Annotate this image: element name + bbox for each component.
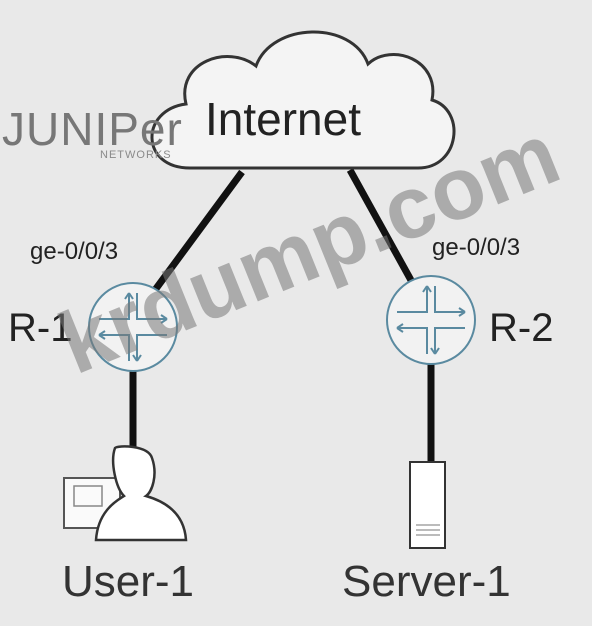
r1-interface-label: ge-0/0/3: [30, 238, 119, 265]
juniper-logo-sub: NETWORKS: [100, 149, 172, 161]
server-tower-icon: [409, 461, 446, 549]
link-internet-r1: [152, 169, 245, 293]
router-r1-icon: [88, 282, 178, 372]
server-1-label: Server-1: [342, 557, 511, 606]
link-internet-r2: [346, 168, 416, 284]
user-workstation-icon: [63, 445, 188, 542]
r1-label: R-1: [8, 306, 73, 350]
juniper-logo: JUNIPer: [2, 103, 183, 155]
user-1-label: User-1: [62, 557, 195, 606]
internet-cloud-icon: [150, 30, 456, 170]
r2-interface-label: ge-0/0/3: [432, 234, 521, 261]
r2-label: R-2: [489, 306, 554, 350]
router-r2-icon: [386, 275, 476, 365]
internet-label: Internet: [205, 93, 361, 145]
